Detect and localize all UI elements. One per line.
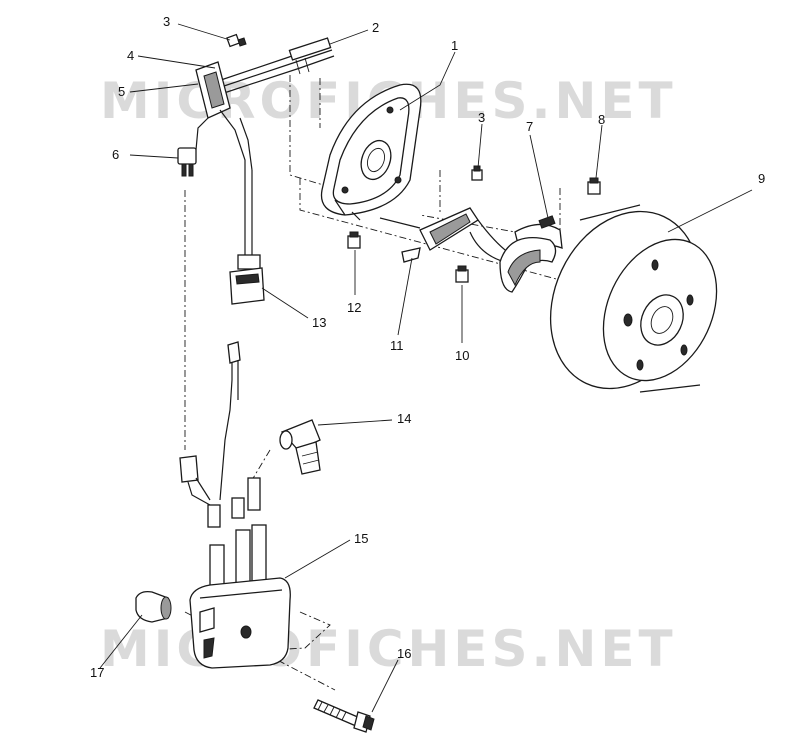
callout-2: 2 xyxy=(372,20,379,35)
callout-6: 6 xyxy=(112,147,119,162)
watermark-bottom: MICROFICHES.NET xyxy=(100,620,677,678)
exciter-coil xyxy=(379,207,521,263)
callout-9: 9 xyxy=(758,171,765,186)
regulator-block xyxy=(195,61,253,240)
screw-12 xyxy=(347,231,361,249)
callout-13: 13 xyxy=(312,315,326,330)
screw-10 xyxy=(455,265,469,283)
callout-3-stator: 3 xyxy=(478,110,485,125)
callout-10: 10 xyxy=(455,348,469,363)
callout-5: 5 xyxy=(118,84,125,99)
bullet-connector xyxy=(177,147,197,177)
harness-connector xyxy=(229,170,265,305)
plug-cap xyxy=(279,419,321,475)
bolt-16 xyxy=(313,699,375,733)
leader-lines xyxy=(99,23,753,713)
screw-3-top xyxy=(226,33,247,48)
cdi-wire xyxy=(179,341,241,506)
callout-labels: 1 2 3 3 4 5 6 7 8 9 10 11 12 13 14 15 16… xyxy=(90,14,765,680)
callout-8: 8 xyxy=(598,112,605,127)
callout-4: 4 xyxy=(127,48,134,63)
callout-17: 17 xyxy=(90,665,104,680)
callout-12: 12 xyxy=(347,300,361,315)
screw-3-stator xyxy=(471,165,483,181)
flywheel xyxy=(549,204,718,393)
callout-7: 7 xyxy=(526,119,533,134)
rubber-boot xyxy=(135,590,172,623)
screw-8 xyxy=(587,177,601,195)
callout-11: 11 xyxy=(390,338,404,353)
ignition-coil xyxy=(189,477,291,669)
callout-14: 14 xyxy=(397,411,411,426)
stator-plate xyxy=(320,83,422,221)
callout-1: 1 xyxy=(451,38,458,53)
callout-16: 16 xyxy=(397,646,411,661)
callout-3-top: 3 xyxy=(163,14,170,29)
callout-15: 15 xyxy=(354,531,368,546)
wire-harness xyxy=(214,37,335,94)
charge-coil xyxy=(499,215,563,293)
